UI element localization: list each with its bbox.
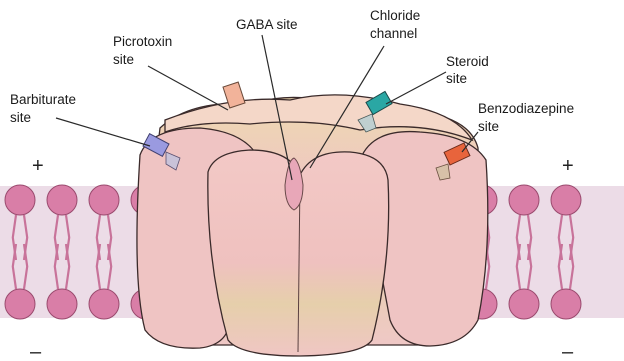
barbiturate-leader <box>56 118 150 146</box>
lipid-head <box>47 185 77 215</box>
steroid-leader <box>386 72 446 104</box>
picrotoxin-leader <box>148 66 228 110</box>
lipid-head <box>509 185 539 215</box>
top-left-plus-sign: + <box>32 155 44 177</box>
bottom-left-minus-sign: – <box>30 341 42 361</box>
chloride-label: Chloride channel <box>370 8 424 41</box>
lipid-head <box>551 185 581 215</box>
benzodiazepine-label: Benzodiazepine site <box>478 101 578 134</box>
lipid-head <box>47 289 77 319</box>
lipid-head <box>89 289 119 319</box>
top-right-plus-sign: + <box>562 155 574 177</box>
lipid-head <box>5 289 35 319</box>
bottom-right-minus-sign: – <box>562 341 574 361</box>
lipid-head <box>5 185 35 215</box>
steroid-label: Steroid site <box>446 54 493 86</box>
gaba-a-receptor <box>137 95 488 356</box>
barbiturate-label: Barbiturate site <box>10 92 80 125</box>
picrotoxin-label: Picrotoxin site <box>113 34 176 67</box>
lipid-head <box>89 185 119 215</box>
lipid-head <box>551 289 581 319</box>
lipid-head <box>509 289 539 319</box>
gaba-label: GABA site <box>236 17 298 32</box>
